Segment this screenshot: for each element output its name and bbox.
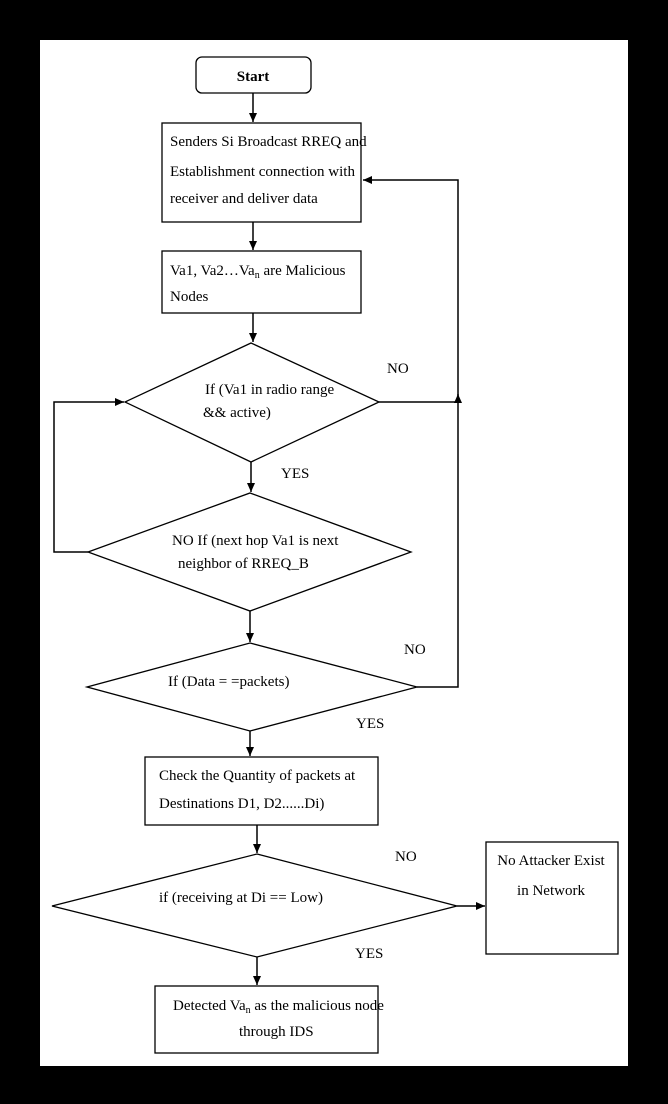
- no-attacker-line2: in Network: [517, 883, 585, 899]
- malicious-nodes-box: Va1, Va2…Van are Malicious Nodes: [161, 250, 362, 314]
- decision3-text: If (Data = =packets): [168, 674, 289, 690]
- broadcast-rreq-box: Senders Si Broadcast RREQ and Establishm…: [161, 122, 367, 223]
- step2-line1: Va1, Va2…Van are Malicious: [170, 263, 346, 281]
- flowchart-canvas: Start Senders Si Broadcast RREQ and Esta…: [40, 40, 628, 1066]
- decision4-yes-label: YES: [355, 946, 383, 962]
- step1-line3: receiver and deliver data: [170, 191, 318, 207]
- no-attacker-line1: No Attacker Exist: [497, 853, 605, 869]
- decision4-no-label: NO: [395, 849, 417, 865]
- detected-malicious-box: Detected Van as the malicious node throu…: [154, 985, 384, 1054]
- decision1-line1: If (Va1 in radio range: [205, 382, 334, 398]
- connectors: [53, 93, 485, 985]
- flowchart-svg: Start Senders Si Broadcast RREQ and Esta…: [51, 56, 619, 1054]
- decision1-yes-label: YES: [281, 466, 309, 482]
- detected-line1: Detected Van as the malicious node: [173, 998, 384, 1016]
- step3-line1: Check the Quantity of packets at: [159, 768, 356, 784]
- step2-line2: Nodes: [170, 289, 208, 305]
- radio-range-decision: If (Va1 in radio range && active): [123, 342, 381, 463]
- decision1-line2: && active): [203, 405, 271, 421]
- decision4-text: if (receiving at Di == Low): [159, 890, 323, 906]
- receiving-low-decision: if (receiving at Di == Low): [51, 853, 458, 958]
- decision2-line2: neighbor of RREQ_B: [178, 556, 309, 572]
- decision3-yes-label: YES: [356, 716, 384, 732]
- arrow-decision2-no-loop: [53, 398, 124, 553]
- next-hop-decision: NO If (next hop Va1 is next neighbor of …: [86, 492, 413, 612]
- no-attacker-box: No Attacker Exist in Network: [485, 841, 619, 955]
- decision3-no-label: NO: [404, 642, 426, 658]
- arrow-decision3-no-loop: [417, 394, 462, 688]
- step3-line2: Destinations D1, D2......Di): [159, 796, 324, 812]
- step1-line2: Establishment connection with: [170, 164, 355, 180]
- decision2-line1: NO If (next hop Va1 is next: [172, 533, 339, 549]
- check-quantity-box: Check the Quantity of packets at Destina…: [144, 756, 379, 826]
- step1-line1: Senders Si Broadcast RREQ and: [170, 134, 367, 150]
- decision1-no-label: NO: [387, 361, 409, 377]
- start-node: Start: [195, 56, 312, 94]
- arrow-decision1-no-loop: [363, 176, 459, 403]
- start-label: Start: [237, 69, 270, 85]
- detected-line2: through IDS: [239, 1024, 314, 1040]
